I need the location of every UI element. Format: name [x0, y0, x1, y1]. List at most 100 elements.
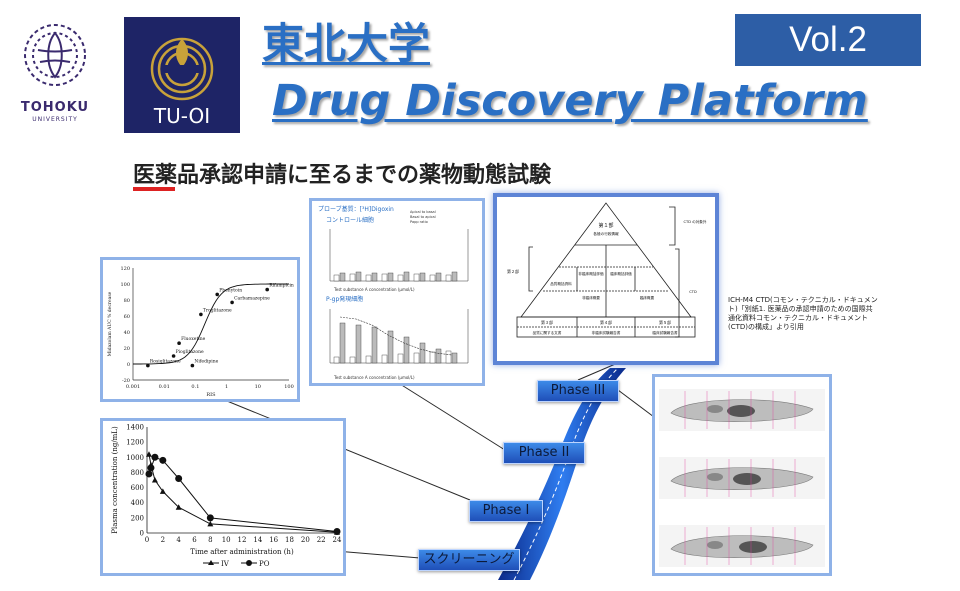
auc-data-point [171, 354, 176, 358]
pk-y-tick-label: 800 [131, 469, 144, 477]
ctd-source-caption: ICH-M4 CTD(コモン・テクニカル・ドキュメント)「別紙1. 医薬品の承認… [728, 296, 878, 331]
auc-data-point [199, 312, 203, 317]
organ-region [707, 405, 723, 413]
pk-series-line-po [148, 456, 338, 532]
connector-line-mouse [617, 389, 659, 421]
probe-bar-basal [355, 324, 362, 364]
probe-control-label: コントロール細胞 [326, 216, 374, 224]
pk-point-iv [151, 477, 158, 483]
probe-bar-apical [429, 274, 436, 282]
auc-data-point [230, 300, 234, 305]
auc-y-tick-label: 20 [124, 346, 130, 352]
probe-bar-apical [349, 273, 356, 282]
university-title: 東北大学 [262, 19, 431, 68]
tohoku-university-logo-icon [24, 24, 86, 86]
probe-bar-basal [419, 342, 426, 364]
auc-x-tick-label: 10 [255, 384, 261, 390]
pk-x-tick-label: 8 [208, 536, 212, 544]
probe-bar-apical [381, 273, 388, 282]
probe-bar-basal [387, 272, 394, 282]
ctd-module2: 第２部 [507, 268, 519, 274]
probe-bar-basal [355, 271, 362, 282]
auc-point-label: Phenytoin [219, 287, 242, 293]
probe-bar-basal [339, 322, 346, 364]
auc-point-label: Pioglitazone [176, 349, 204, 355]
ctd-module1: 第１部 [598, 222, 613, 229]
probe-bar-apical [429, 351, 436, 364]
auc-y-tick-label: -20 [122, 378, 130, 384]
pk-point-po [175, 474, 183, 482]
pipeline-road [498, 368, 626, 580]
auc-y-tick-label: 80 [124, 298, 130, 304]
probe-bar-apical [397, 274, 404, 282]
pk-x-tick-label: 16 [269, 536, 278, 544]
pk-x-axis-label: Time after administration (h) [190, 548, 294, 556]
auc-x-tick-label: 0.001 [126, 384, 140, 390]
probe-bar-basal [435, 348, 442, 364]
pk-y-tick-label: 1000 [126, 454, 144, 462]
ctd-module3: 第３部 [541, 319, 553, 325]
auc-data-point [215, 292, 220, 297]
tohoku-logo-subtext: UNIVERSITY [32, 116, 78, 123]
probe-bar-apical [381, 354, 388, 364]
pk-x-tick-label: 2 [161, 536, 165, 544]
pk-point-po [159, 456, 167, 464]
ctd-out-of-scope-label: CTD の対象外 [684, 219, 707, 224]
pk-point-po [333, 527, 341, 535]
auc-fit-curve [133, 283, 289, 365]
pk-y-tick-label: 200 [131, 514, 144, 522]
ctd-module2-nonclinical-summary: 非臨床概括評価 [578, 271, 604, 276]
pk-point-iv [145, 451, 152, 457]
page-subtitle: 医薬品承認申請に至るまでの薬物動態試験 [133, 163, 552, 188]
probe-xlabel-top: Test substance A concentration (μmol/L) [333, 287, 415, 292]
pk-x-tick-label: 18 [285, 536, 294, 544]
auc-y-tick-label: 0 [127, 362, 130, 368]
pk-point-po [206, 514, 214, 522]
auc-x-tick-label: 0.1 [191, 384, 199, 390]
screening-label: スクリーニング [418, 549, 520, 571]
probe-bar-apical [445, 274, 452, 282]
ctd-module2-clinical-summary: 臨床概括評価 [610, 271, 632, 276]
ctd-module1-sub: 各極の行政情報 [593, 231, 619, 236]
pipeline-road-stripe [513, 367, 619, 581]
organ-region [707, 541, 723, 549]
pk-y-tick-label: 1200 [126, 439, 144, 447]
organ-hotspot [727, 405, 755, 417]
auc-y-tick-label: 40 [124, 330, 130, 336]
probe-legend-a: Apical to basal [410, 210, 436, 214]
auc-y-tick-label: 120 [120, 266, 130, 272]
probe-bar-apical [397, 353, 404, 364]
pk-y-tick-label: 400 [131, 499, 144, 507]
probe-bar-basal [435, 272, 442, 282]
pk-point-iv [175, 504, 182, 510]
auc-data-point [146, 363, 150, 368]
probe-bar-basal [451, 352, 458, 364]
pk-y-axis-label: Plasma concentration (ng/mL) [111, 426, 119, 534]
pk-x-tick-label: 4 [176, 536, 181, 544]
pk-x-tick-label: 14 [253, 536, 262, 544]
probe-bar-apical [333, 274, 340, 282]
probe-legend-c: Papp ratio [410, 220, 428, 224]
pk-point-po [145, 470, 153, 478]
subtitle-accent-bar [133, 187, 175, 191]
probe-bar-apical [445, 350, 452, 364]
probe-substrate-panel: プローブ基質：[³H]Digoxin コントロール細胞 Apical to ba… [309, 198, 485, 386]
probe-bar-apical [413, 273, 420, 282]
pk-x-tick-label: 10 [222, 536, 231, 544]
ctd-module3-sub: 品質に関する文書 [533, 330, 562, 335]
probe-bar-basal [403, 271, 410, 282]
tohoku-logo-text: TOHOKU [20, 100, 90, 115]
probe-bar-basal [339, 272, 346, 282]
probe-bar-apical [365, 355, 372, 364]
probe-legend-b: Basal to apical [410, 215, 436, 219]
probe-bar-apical [333, 356, 340, 364]
pk-point-po [147, 464, 155, 472]
connector-line-phase3 [577, 361, 621, 381]
pk-x-tick-label: 12 [238, 536, 247, 544]
organ-hotspot [739, 541, 767, 553]
probe-bar-basal [451, 271, 458, 282]
pk-legend-label: PO [259, 560, 270, 568]
auc-data-point [177, 341, 181, 345]
probe-pgp-bars [329, 309, 469, 364]
